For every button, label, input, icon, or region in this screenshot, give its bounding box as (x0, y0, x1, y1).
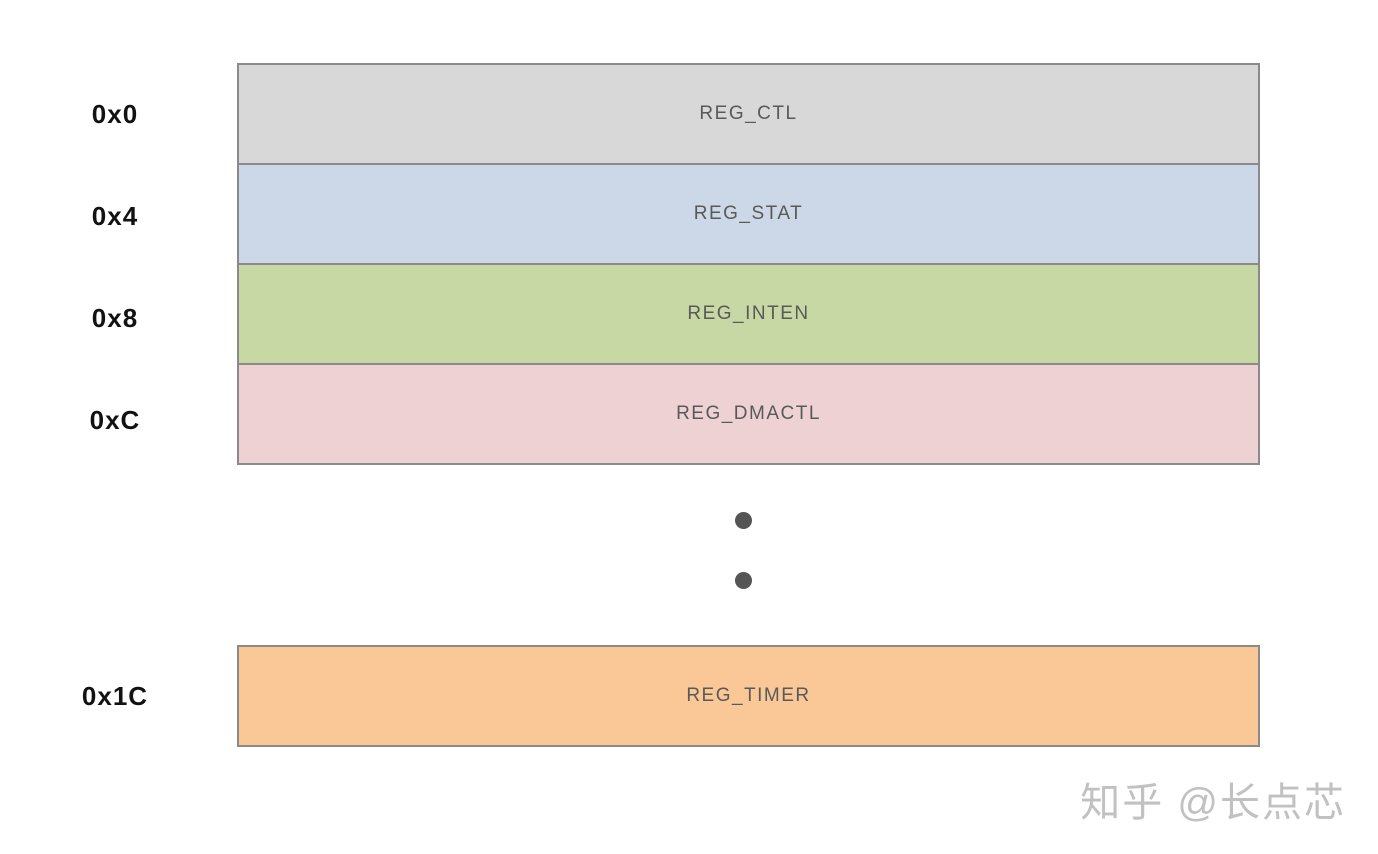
register-label: REG_DMACTL (676, 403, 821, 424)
register-label: REG_STAT (693, 203, 804, 224)
ellipsis-dot (735, 572, 752, 589)
address-label: 0x4 (91, 200, 139, 231)
register-box-reg-timer: REG_TIMER (237, 645, 1260, 747)
register-box-reg-inten: REG_INTEN (237, 263, 1260, 365)
watermark: 知乎 @长点芯 (1080, 781, 1346, 825)
register-label: REG_TIMER (686, 685, 811, 706)
address-label: 0x1C (81, 680, 149, 711)
address-label: 0x0 (91, 98, 139, 129)
register-label: REG_CTL (699, 103, 798, 124)
register-box-reg-stat: REG_STAT (237, 163, 1260, 265)
register-label: REG_INTEN (687, 303, 810, 324)
register-stack: REG_CTL REG_STAT REG_INTEN REG_DMACTL (237, 63, 1260, 465)
address-label: 0xC (89, 404, 141, 435)
register-box-reg-dmactl: REG_DMACTL (237, 363, 1260, 465)
ellipsis-dot (735, 512, 752, 529)
address-label: 0x8 (91, 302, 139, 333)
register-box-reg-ctl: REG_CTL (237, 63, 1260, 165)
